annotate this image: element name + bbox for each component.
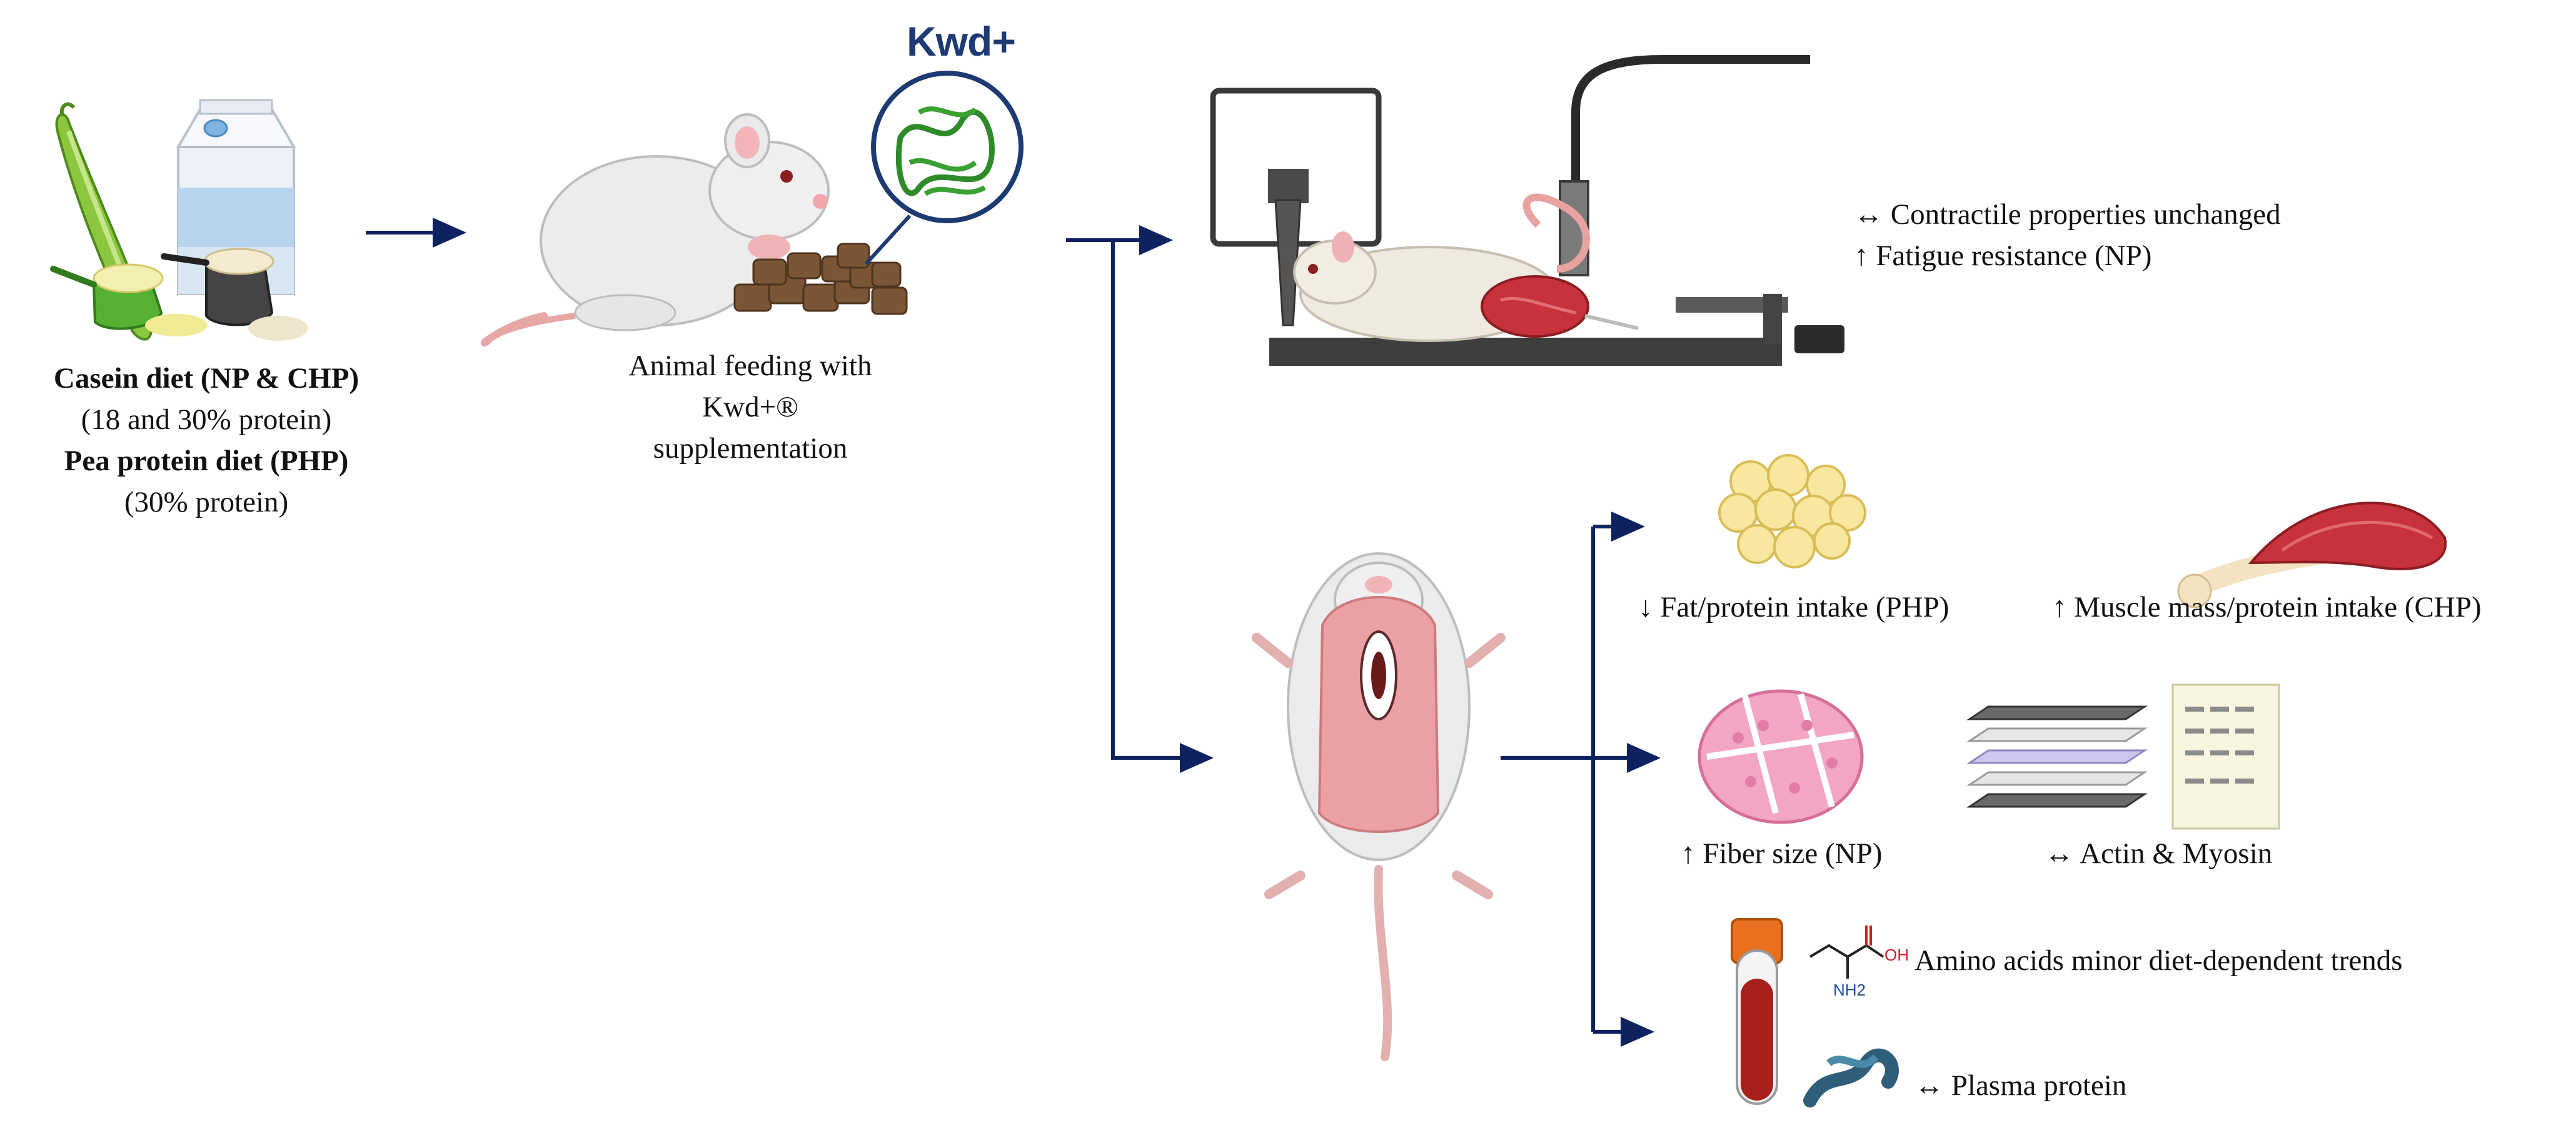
amino-acid-structure-icon [1809, 926, 1884, 979]
plasma-protein-icon [1803, 1048, 1899, 1107]
powder-scoop-icon [50, 248, 308, 341]
rat-icon [480, 113, 830, 347]
fat-intake-text: ↓ Fat/protein intake (PHP) [1638, 591, 1950, 623]
actin-myosin-text: ↔ Actin & Myosin [2045, 837, 2273, 870]
contractile-properties-text: ↔ Contractile properties unchanged [1854, 198, 2281, 231]
pea-diet-detail: (30% protein) [124, 486, 289, 518]
feeding-caption-line1: Animal feeding with [628, 350, 872, 382]
muscle-bone-icon [2177, 502, 2447, 608]
arrow-feeding-to-dissection [1111, 240, 1214, 773]
fiber-size-text: ↑ Fiber size (NP) [1681, 837, 1883, 870]
protein-structure-icon [864, 71, 1024, 266]
food-pellets-icon [733, 243, 908, 315]
fatigue-resistance-text: ↑ Fatigue resistance (NP) [1854, 240, 2152, 272]
fiber-cross-section-icon [1698, 689, 1864, 824]
flow-arrows [366, 218, 1661, 1047]
chem-oh-label: OH [1884, 946, 1909, 964]
kwd-brand-logo: Kwd+ [907, 18, 1016, 64]
casein-diet-title: Casein diet (NP & CHP) [53, 362, 360, 395]
feeding-caption-line2: Kwd+® [702, 391, 798, 423]
plasma-protein-text: ↔ Plasma protein [1914, 1069, 2127, 1102]
muscle-test-apparatus-icon [1210, 55, 1844, 366]
blood-tube-icon [1731, 918, 1783, 1105]
chem-nh2-label: NH2 [1833, 981, 1866, 999]
casein-diet-detail: (18 and 30% protein) [81, 403, 332, 436]
dissected-rat-icon [1252, 552, 1506, 1061]
amino-acids-text: Amino acids minor diet-dependent trends [1914, 944, 2403, 977]
fat-cells-icon [1718, 454, 1866, 568]
pea-diet-title: Pea protein diet (PHP) [64, 445, 349, 477]
western-blot-icon [2171, 684, 2280, 830]
muscle-mass-text: ↑ Muscle mass/protein intake (CHP) [2052, 591, 2482, 623]
feeding-caption-line3: supplementation [653, 432, 848, 465]
gel-stack-icon [1966, 705, 2148, 808]
